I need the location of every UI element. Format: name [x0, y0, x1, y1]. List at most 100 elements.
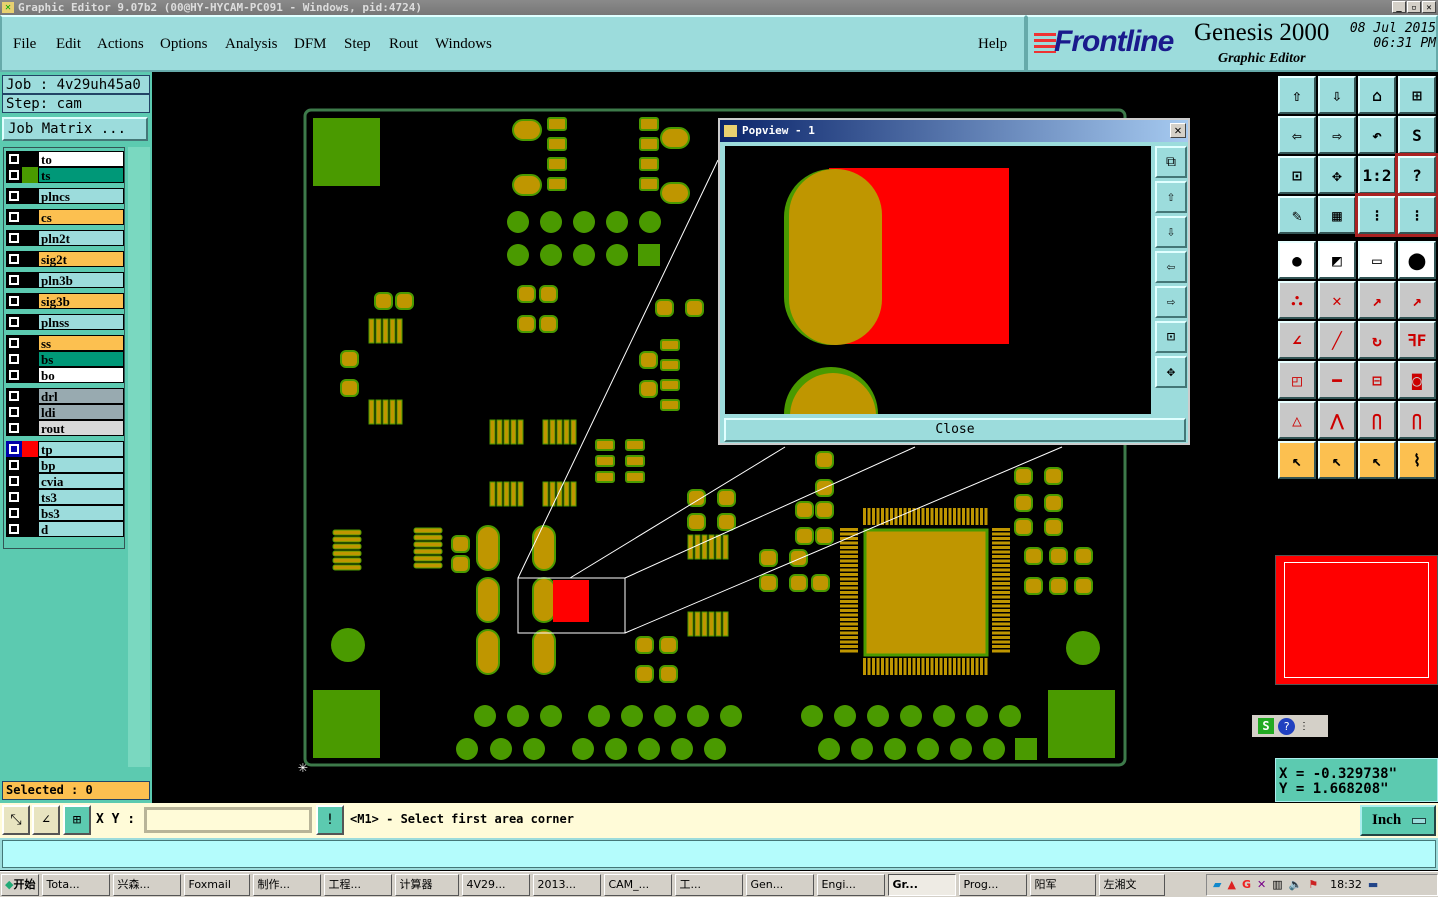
taskbar-item[interactable]: 工...	[675, 873, 744, 896]
layer-row-bp[interactable]: bp	[6, 457, 124, 473]
help-icon[interactable]: ?	[1278, 717, 1295, 735]
taskbar-item[interactable]: Gr...	[888, 873, 957, 896]
layer-name[interactable]: bo	[38, 367, 124, 383]
layer-row-to[interactable]: to	[6, 151, 124, 167]
layer-row-d[interactable]: d	[6, 521, 124, 537]
snap-grid-icon[interactable]: ⊞	[63, 805, 91, 835]
network-icon[interactable]: ▥	[1272, 878, 1283, 891]
layer-name[interactable]: plncs	[38, 188, 124, 204]
x-icon[interactable]: ✕	[1256, 878, 1267, 891]
zoom-1-2-icon[interactable]: 1:2	[1358, 156, 1396, 194]
tools-icon[interactable]: ✎	[1278, 196, 1316, 234]
layer-row-bs3[interactable]: bs3	[6, 505, 124, 521]
layer-name[interactable]: rout	[38, 420, 124, 436]
feixin-icon[interactable]: ▰	[1213, 878, 1222, 891]
route-icon[interactable]: ⌇	[1398, 441, 1436, 479]
menu-step[interactable]: Step	[344, 36, 371, 52]
grid-icon[interactable]: ▦	[1318, 196, 1356, 234]
volume-icon[interactable]: 🔈	[1288, 878, 1303, 891]
layer-checkbox[interactable]	[6, 209, 22, 225]
layer-name[interactable]: d	[38, 521, 124, 537]
layer-checkbox[interactable]	[6, 404, 22, 420]
zoom-area-icon[interactable]: ◩	[1318, 241, 1356, 279]
layer-checkbox[interactable]	[6, 314, 22, 330]
arrow-icon[interactable]: ▲	[1227, 878, 1236, 891]
grid-xy-icon[interactable]: ⊞	[1398, 76, 1436, 114]
command-line[interactable]	[0, 838, 1438, 870]
popview-zoom-in-icon[interactable]: ⊡	[1155, 321, 1187, 353]
triangle-2-icon[interactable]: ⋀	[1318, 401, 1356, 439]
popview-close-button[interactable]: Close	[724, 418, 1186, 442]
command-input[interactable]	[2, 840, 1436, 868]
layer-row-pln2t[interactable]: pln2t	[6, 230, 124, 246]
layer-name[interactable]: ss	[38, 335, 124, 351]
layer-name[interactable]: tp	[38, 441, 124, 457]
layer-checkbox[interactable]	[6, 420, 22, 436]
layer-checkbox[interactable]	[6, 388, 22, 404]
layer-checkbox[interactable]	[6, 230, 22, 246]
menu-rout[interactable]: Rout	[389, 36, 419, 52]
home-icon[interactable]: ⌂	[1358, 76, 1396, 114]
layer-row-drl[interactable]: drl	[6, 388, 124, 404]
select-box-icon[interactable]: ↖	[1318, 441, 1356, 479]
taskbar-item[interactable]: 计算器	[395, 873, 460, 896]
undo-view-icon[interactable]: ↶	[1358, 116, 1396, 154]
layer-name[interactable]: bs	[38, 351, 124, 367]
layer-row-sig3b[interactable]: sig3b	[6, 293, 124, 309]
taskbar-item[interactable]: 工程...	[324, 873, 393, 896]
s-icon[interactable]: S	[1258, 718, 1274, 734]
layer-name[interactable]: ldi	[38, 404, 124, 420]
layer-checkbox[interactable]	[6, 335, 22, 351]
taskbar-item[interactable]: 制作...	[253, 873, 322, 896]
taskbar-item[interactable]: Gen...	[746, 873, 815, 896]
layer-row-plncs[interactable]: plncs	[6, 188, 124, 204]
pad-move-icon[interactable]: ◰	[1278, 361, 1316, 399]
menu-actions[interactable]: Actions	[97, 36, 144, 52]
connect-icon[interactable]: ⛬	[1278, 281, 1316, 319]
line-icon[interactable]: ━	[1318, 361, 1356, 399]
alert-icon[interactable]: !	[316, 805, 344, 835]
popview-title-bar[interactable]: Popview - 1 ✕	[720, 120, 1188, 142]
units-dropdown[interactable]: Inch	[1360, 805, 1436, 836]
layer-row-rout[interactable]: rout	[6, 420, 124, 436]
layer-checkbox[interactable]	[6, 251, 22, 267]
layer-checkbox[interactable]	[6, 367, 22, 383]
menu-edit[interactable]: Edit	[56, 36, 81, 52]
minimize-button[interactable]: _	[1392, 1, 1406, 13]
layer-name[interactable]: sig2t	[38, 251, 124, 267]
move-pad-icon[interactable]: ↗	[1358, 281, 1396, 319]
measure-net-2-icon[interactable]: ⁝	[1395, 193, 1438, 237]
layer-checkbox[interactable]	[6, 351, 22, 367]
layer-checkbox[interactable]	[6, 473, 22, 489]
layer-row-bo[interactable]: bo	[6, 367, 124, 383]
layer-row-ts[interactable]: ts	[6, 167, 124, 183]
popview-canvas[interactable]	[725, 146, 1151, 414]
layer-name[interactable]: ts3	[38, 489, 124, 505]
taskbar-item[interactable]: 左湘文	[1099, 873, 1166, 896]
layer-name[interactable]: bp	[38, 457, 124, 473]
taskbar-item[interactable]: 4V29...	[462, 873, 531, 896]
menu-windows[interactable]: Windows	[435, 36, 492, 52]
select-pad-icon[interactable]: ●	[1278, 241, 1316, 279]
dimension-icon[interactable]: ⊟	[1358, 361, 1396, 399]
select-poly-icon[interactable]: ↖	[1358, 441, 1396, 479]
taskbar-item[interactable]: Prog...	[959, 873, 1028, 896]
snake-icon[interactable]: S	[1398, 116, 1436, 154]
pointer-icon[interactable]: ↖	[1278, 441, 1316, 479]
layer-checkbox[interactable]	[6, 188, 22, 204]
layer-name[interactable]: to	[38, 151, 124, 167]
layer-checkbox[interactable]	[6, 441, 22, 457]
arc-icon[interactable]: ⋂	[1358, 401, 1396, 439]
layer-checkbox[interactable]	[6, 521, 22, 537]
popview-close-icon[interactable]: ✕	[1170, 123, 1186, 138]
measure-net-icon[interactable]: ⁝	[1355, 193, 1399, 237]
mirror-icon[interactable]: ꟻF	[1398, 321, 1436, 359]
pcb-view[interactable]: ✳	[152, 72, 1275, 803]
menu-dfm[interactable]: DFM	[294, 36, 327, 52]
menu-file[interactable]: File	[13, 36, 37, 52]
job-matrix-button[interactable]: Job Matrix ...	[2, 117, 148, 141]
layer-row-plnss[interactable]: plnss	[6, 314, 124, 330]
taskbar-item[interactable]: 兴森...	[113, 873, 182, 896]
popview-zoom-out-icon[interactable]: ✥	[1155, 356, 1187, 388]
maximize-button[interactable]: ▫	[1407, 1, 1421, 13]
